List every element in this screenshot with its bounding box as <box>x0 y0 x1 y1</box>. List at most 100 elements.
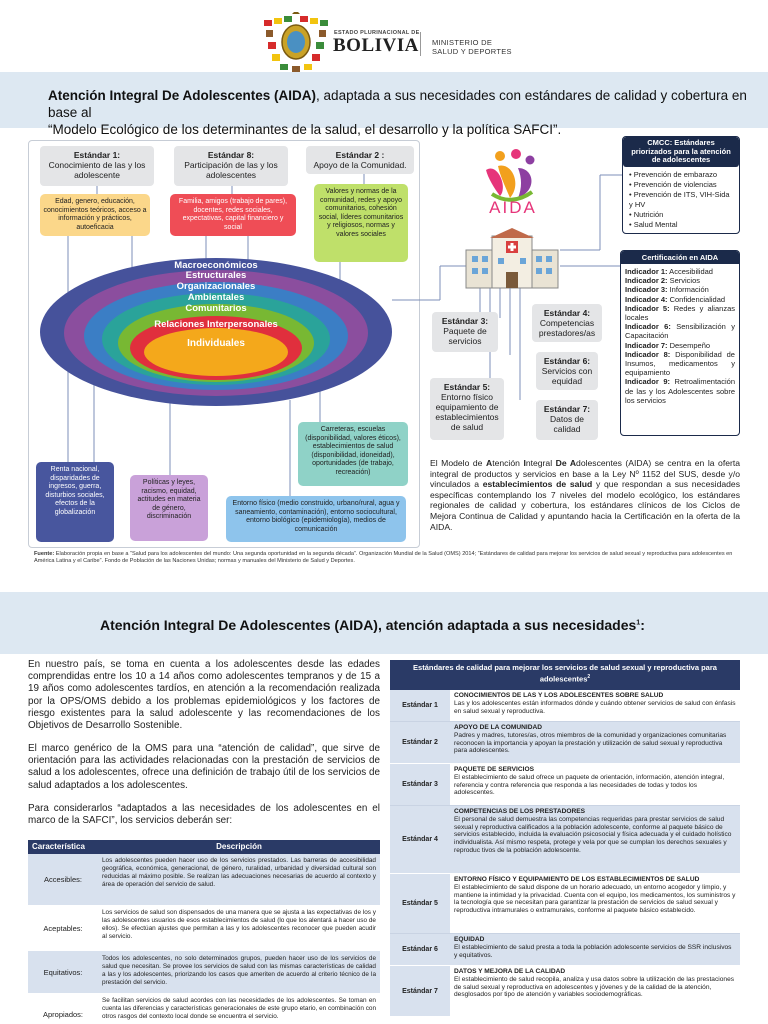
ecological-model: Macroeconómicos Estructurales Organizaci… <box>40 258 392 406</box>
standard-2-title: Estándar 2 : <box>335 150 385 160</box>
characteristics-row: Equitativos: Todos los adolescentes, no … <box>28 952 380 994</box>
section2-banner <box>0 592 768 654</box>
certification-list: Indicador 1: Accesibilidad Indicador 2: … <box>621 264 739 408</box>
cmcc-item: • Prevención de ITS, VIH-Sida y HV <box>629 189 730 209</box>
characteristics-table: Característica Descripción Accesibles: L… <box>28 840 380 1024</box>
standards-table: Estándares de calidad para mejorar los s… <box>390 660 740 1024</box>
indicator-item: Indicador 6: Sensibilización y Capacitac… <box>625 322 735 341</box>
section2-para1: En nuestro país, se toma en cuenta a los… <box>28 659 380 732</box>
standard-5-title: Estándar 5: <box>443 382 491 392</box>
macro-factors-box: Renta nacional, disparidades de ingresos… <box>36 462 114 542</box>
standard-5-text: Entorno físico equipamiento de estableci… <box>435 392 499 432</box>
layer-label-environment: Ambientales <box>187 292 245 303</box>
layer-label-organizational: Organizacionales <box>176 281 256 292</box>
characteristics-header: Característica Descripción <box>28 840 380 854</box>
standard-4-title: Estándar 4: <box>543 308 591 318</box>
structural-factors-box: Políticas y leyes, racismo, equidad, act… <box>130 475 208 541</box>
standard-8-box: Estándar 8: Participación de las y los a… <box>174 146 288 186</box>
title-banner <box>0 72 768 128</box>
banner-title: Atención Integral De Adolescentes (AIDA)… <box>48 87 748 138</box>
section2-para3: Para considerarlos “adaptados a las nece… <box>28 803 380 827</box>
model-paragraph: El Modelo de Atención Integral De Adoles… <box>430 458 741 532</box>
standards-table-title: Estándares de calidad para mejorar los s… <box>390 660 740 690</box>
section2-title: Atención Integral De Adolescentes (AIDA)… <box>100 617 645 633</box>
aida-logo-text: AIDA <box>489 198 537 217</box>
source-note: Fuente: Elaboración propia en base a “Sa… <box>34 551 744 565</box>
banner-title-line2: “Modelo Ecológico de los determinantes d… <box>48 122 562 137</box>
standard-4-text: Competencias prestadores/as <box>538 318 596 338</box>
cmcc-item: • Nutrición <box>629 209 664 219</box>
standard-3-box: Estándar 3: Paquete de servicios <box>432 312 498 352</box>
standard-row: Estándar 4 COMPETENCIAS DE LOS PRESTADOR… <box>390 806 740 874</box>
section2-para2: El marco genérico de la OMS para una “at… <box>28 743 380 791</box>
layer-label-individual: Individuales <box>187 338 245 349</box>
standard-3-text: Paquete de servicios <box>443 326 487 346</box>
aida-logo <box>486 149 535 202</box>
banner-title-bold: Atención Integral De Adolescentes (AIDA) <box>48 88 317 103</box>
standard-row: Estándar 1 CONOCIMIENTOS DE LAS Y LOS AD… <box>390 690 740 722</box>
standard-7-text: Datos de calidad <box>549 414 585 434</box>
indicator-item: Indicador 7: Desempeño <box>625 340 711 350</box>
standard-6-title: Estándar 6: <box>543 356 591 366</box>
characteristics-row: Aceptables: Los servicios de salud son d… <box>28 906 380 952</box>
header: ESTADO PLURINACIONAL DE BOLIVIA MINISTER… <box>0 0 768 82</box>
ministry-line2: SALUD Y DEPORTES <box>432 47 512 56</box>
certification-title: Certificación en AIDA <box>621 251 739 264</box>
header-characteristic: Característica <box>32 842 85 851</box>
cmcc-item: • Prevención de embarazo <box>629 169 718 179</box>
cmcc-list: • Prevención de embarazo • Prevención de… <box>623 167 739 233</box>
indicator-item: Indicador 8: Disponibilidad de Insumos, … <box>625 349 735 378</box>
hospital-icon <box>465 228 559 289</box>
standard-6-box: Estándar 6: Servicios con equidad <box>536 352 598 390</box>
standard-7-box: Estándar 7: Datos de calidad <box>536 400 598 440</box>
standard-1-title: Estándar 1: <box>73 150 121 160</box>
environment-factors-box: Entorno físico (medio construido, urbano… <box>226 496 406 542</box>
country-estado: ESTADO PLURINACIONAL DE <box>334 30 420 36</box>
layer-individual-core <box>144 328 288 376</box>
standard-7-title: Estándar 7: <box>543 404 591 414</box>
cmcc-panel: CMCC: Estándares priorizados para la ate… <box>622 136 740 234</box>
interpersonal-factors-box: Familia, amigos (trabajo de pares), doce… <box>170 194 296 236</box>
cmcc-item: • Salud Mental <box>629 219 678 229</box>
standard-6-text: Servicios con equidad <box>541 366 593 386</box>
cmcc-item: • Prevención de violencias <box>629 179 717 189</box>
coat-of-arms-logo <box>264 12 328 73</box>
layer-label-interpersonal: Relaciones Interpersonales <box>154 319 278 330</box>
header-description: Descripción <box>216 842 262 851</box>
standard-row: Estándar 5 ENTORNO FÍSICO Y EQUIPAMIENTO… <box>390 874 740 934</box>
country-name: BOLIVIA <box>333 35 419 56</box>
standard-8-text: Participación de las y los adolescentes <box>184 160 278 180</box>
characteristics-row: Accesibles: Los adolescentes pueden hace… <box>28 854 380 906</box>
layer-label-structural: Estructurales <box>185 270 247 281</box>
community-factors-box: Valores y normas de la comunidad, redes … <box>314 184 408 262</box>
certification-panel: Certificación en AIDA Indicador 1: Acces… <box>620 250 740 436</box>
layer-label-community: Comunitarios <box>185 303 247 314</box>
indicator-item: Indicador 3: Información <box>625 285 709 295</box>
source-label: Fuente: <box>34 551 55 557</box>
standard-8-title: Estándar 8: <box>207 150 255 160</box>
indicator-item: Indicador 4: Confidencialidad <box>625 294 726 304</box>
characteristics-row: Apropiados: Se facilitan servicios de sa… <box>28 994 380 1024</box>
layer-label-macro: Macroeconómicos <box>174 260 258 271</box>
indicator-item: Indicador 1: Accesibilidad <box>625 267 713 276</box>
banner-title-rest: , adaptada a sus necesidades con estánda… <box>48 88 747 120</box>
ministry-line1: MINISTERIO DE <box>432 38 493 47</box>
standard-1-text: Conocimiento de las y los adolescente <box>48 160 146 180</box>
indicator-item: Indicador 9: Retroalimentación de las y … <box>625 377 735 405</box>
standard-5-box: Estándar 5: Entorno físico equipamiento … <box>430 378 504 440</box>
standard-3-title: Estándar 3: <box>441 316 489 326</box>
standard-2-text: Apoyo de la Comunidad. <box>313 160 407 170</box>
services-factors-box: Carreteras, escuelas (disponibilidad, va… <box>298 422 408 486</box>
indicator-item: Indicador 5: Redes y alianzas locales <box>625 303 735 323</box>
indicator-item: Indicador 2: Servicios <box>625 276 701 286</box>
individual-factors-box: Edad, genero, educación, conocimientos t… <box>40 194 150 236</box>
standard-1-box: Estándar 1: Conocimiento de las y los ad… <box>40 146 154 186</box>
standard-4-box: Estándar 4: Competencias prestadores/as <box>532 304 602 342</box>
standard-2-box: Estándar 2 : Apoyo de la Comunidad. <box>306 146 414 174</box>
source-text: Elaboración propia en base a “Salud para… <box>34 551 733 564</box>
header-divider <box>420 32 421 56</box>
